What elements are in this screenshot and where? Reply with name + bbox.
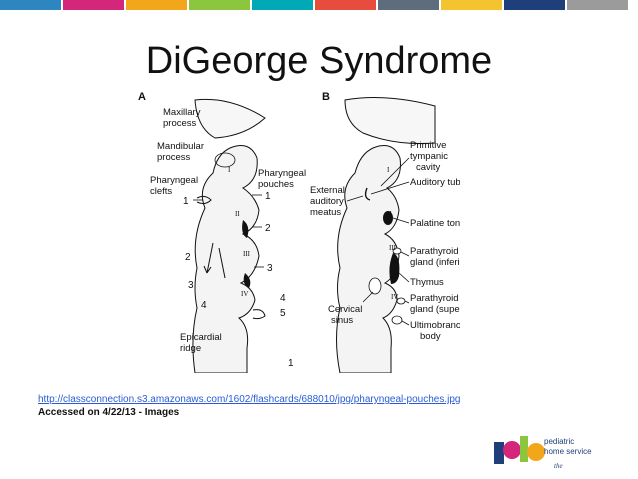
arch-i-outline — [214, 152, 236, 168]
label-primitive: Primitive — [410, 140, 446, 151]
label-pharyngeal-clefts-1: Pharyngeal — [150, 175, 198, 186]
num-pouch-5: 5 — [280, 308, 286, 319]
num-pouch-3: 3 — [267, 263, 273, 274]
label-epicardial-ridge: ridge — [180, 343, 201, 354]
arrow-2-head — [203, 265, 212, 274]
pharyngeal-pouches-diagram: A I II III IV Maxillary process Mandibul… — [138, 91, 460, 373]
b-numeral-ii: II — [387, 210, 392, 218]
num-pouch-2: 2 — [265, 223, 271, 234]
logo-text-pediatric: pediatric — [544, 437, 574, 446]
arrow-3 — [218, 247, 226, 279]
pouch-dark-2 — [242, 220, 249, 238]
stripe-segment — [441, 0, 502, 10]
label-parathyroid-inf-2: gland (inferior) — [410, 257, 460, 268]
label-palatine-tonsil: Palatine tonsil — [410, 218, 460, 229]
label-pharyngeal-clefts-2: clefts — [150, 186, 172, 197]
maxillary-process-shape — [194, 98, 266, 139]
cleft-4 — [252, 309, 266, 320]
label-epicardial: Epicardial — [180, 332, 222, 343]
panel-b-upper-shape — [344, 97, 436, 145]
num-cleft-4: 4 — [201, 300, 207, 311]
stripe-segment — [315, 0, 376, 10]
b-numeral-iii: III — [389, 244, 397, 252]
stripe-segment — [567, 0, 628, 10]
stripe-segment — [0, 0, 61, 10]
parathyroid-inferior — [392, 247, 402, 255]
label-maxillary-process: process — [163, 118, 197, 129]
panel-b-arch-body — [336, 145, 401, 373]
panel-b: B I II III IV Primitive tympanic cavity … — [310, 91, 460, 373]
label-external: External — [310, 185, 345, 196]
panel-a-letter: A — [138, 91, 146, 103]
num-pouch-1: 1 — [265, 191, 271, 202]
b-numeral-iv: IV — [391, 293, 398, 301]
arrow-2 — [206, 242, 214, 274]
stripe-segment — [252, 0, 313, 10]
stripe-segment — [189, 0, 250, 10]
label-parathyroid-inf-1: Parathyroid — [410, 246, 459, 257]
phs-logo: pediatric home service the — [494, 436, 592, 470]
logo-circle-pink — [503, 441, 521, 459]
num-pouch-4: 4 — [280, 293, 286, 304]
num-cleft-1: 1 — [183, 196, 189, 207]
logo-text-home-service: home service — [544, 447, 592, 456]
label-pharyngeal-pouches-1: Pharyngeal — [258, 168, 306, 179]
label-auditory: auditory — [310, 196, 344, 207]
palatine-tonsil — [383, 211, 393, 225]
label-auditory-tube: Auditory tube — [410, 177, 460, 188]
cervical-sinus — [368, 277, 382, 295]
stripe-segment — [126, 0, 187, 10]
stripe-segment — [378, 0, 439, 10]
source-link[interactable]: http://classconnection.s3.amazonaws.com/… — [38, 394, 461, 405]
label-mandibular: Mandibular — [157, 141, 204, 152]
panel-b-letter: B — [322, 91, 330, 103]
panel-a-arch-body — [192, 145, 260, 373]
logo-circle-orange — [527, 443, 545, 461]
pouch-dark-3 — [243, 273, 251, 288]
label-parathyroid-sup-1: Parathyroid — [410, 293, 459, 304]
label-meatus: meatus — [310, 207, 341, 218]
label-cavity: cavity — [416, 162, 441, 173]
label-sinus: sinus — [331, 315, 353, 326]
label-pharyngeal-pouches-2: pouches — [258, 179, 294, 190]
label-body: body — [420, 331, 441, 342]
cleft-1 — [196, 195, 212, 205]
label-mandibular-process: process — [157, 152, 191, 163]
logo-text-the: the — [554, 462, 563, 470]
logo-bar-green — [520, 436, 528, 462]
label-thymus: Thymus — [410, 277, 444, 288]
auditory-tube — [364, 187, 371, 201]
label-parathyroid-sup-2: gland (superior) — [410, 304, 460, 315]
label-ultimobranchial: Ultimobranchial — [410, 320, 460, 331]
color-stripe-bar — [0, 0, 638, 10]
numeral-i: I — [228, 166, 231, 174]
logo-bar-blue — [494, 442, 504, 464]
num-cleft-2: 2 — [185, 252, 191, 263]
numeral-iii: III — [243, 250, 251, 258]
slide-title: DiGeorge Syndrome — [145, 40, 493, 82]
stripe-segment — [504, 0, 565, 10]
numeral-ii: II — [235, 210, 240, 218]
accessed-date: Accessed on 4/22/13 - Images — [38, 407, 180, 418]
numeral-iv: IV — [241, 290, 248, 298]
panel-a: A I II III IV Maxillary process Mandibul… — [138, 91, 306, 373]
thymus — [389, 253, 400, 284]
b-numeral-i: I — [387, 166, 390, 174]
stripe-segment — [63, 0, 124, 10]
num-cleft-3: 3 — [188, 280, 194, 291]
num-base-1: 1 — [288, 358, 294, 369]
label-maxillary: Maxillary — [163, 107, 201, 118]
ultimobranchial-body — [391, 315, 403, 325]
label-cervical: Cervical — [328, 304, 362, 315]
label-tympanic: tympanic — [410, 151, 448, 162]
